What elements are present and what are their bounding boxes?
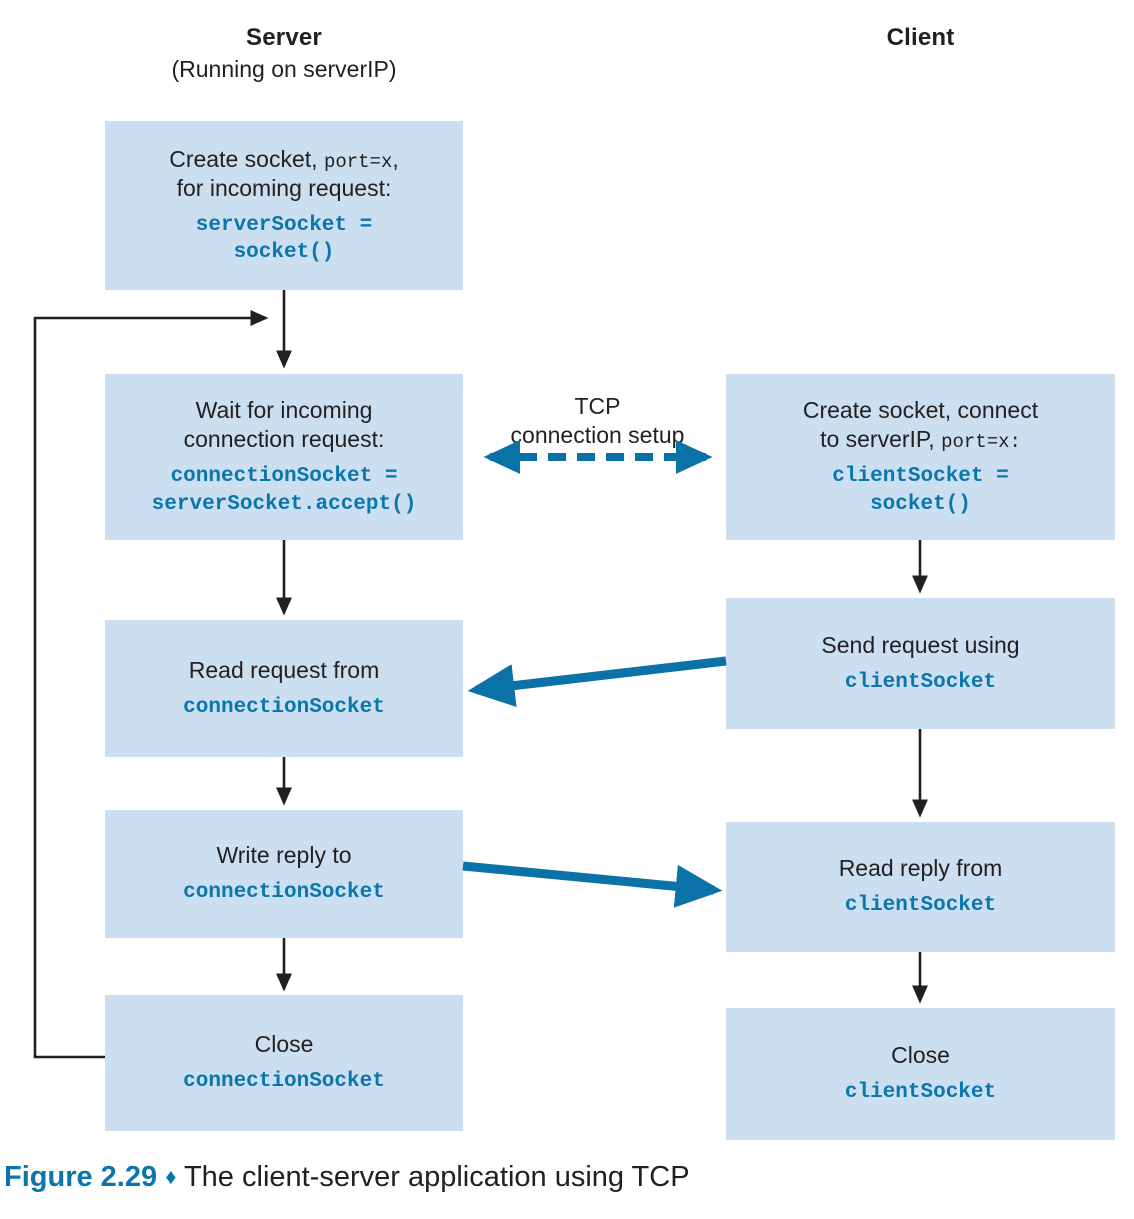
server-step-wait-connection[interactable]: Wait for incoming connection request: co… bbox=[105, 374, 463, 540]
wait-connection-code-1: connectionSocket = bbox=[170, 465, 398, 489]
port-literal: port=x bbox=[323, 150, 393, 173]
close-client-code-1: clientSocket bbox=[844, 1081, 997, 1105]
client-step-read-reply[interactable]: Read reply from clientSocket bbox=[726, 822, 1115, 952]
client-column-heading: Client bbox=[726, 22, 1115, 54]
send-request-line-1: Send request using bbox=[821, 631, 1020, 658]
write-reply-code-1: connectionSocket bbox=[183, 881, 385, 905]
client-create-socket-code-2: socket() bbox=[870, 492, 971, 516]
read-reply-line-1: Read reply from bbox=[838, 855, 1003, 882]
wait-connection-line-2: connection request: bbox=[183, 426, 385, 453]
tcp-label-line-2: connection setup bbox=[510, 422, 685, 449]
read-reply-code-1: clientSocket bbox=[844, 894, 997, 918]
client-step-create-socket[interactable]: Create socket, connect to serverIP, port… bbox=[726, 374, 1115, 540]
close-client-line-1: Close bbox=[891, 1042, 950, 1069]
server-title: Server bbox=[246, 24, 322, 51]
close-connection-line-1: Close bbox=[254, 1031, 314, 1058]
server-step-close-socket[interactable]: Close connectionSocket bbox=[105, 995, 463, 1131]
close-connection-code-1: connectionSocket bbox=[183, 1070, 385, 1094]
create-socket-line-2: for incoming request: bbox=[176, 174, 392, 201]
client-step-send-request[interactable]: Send request using clientSocket bbox=[726, 598, 1115, 729]
server-step-create-socket[interactable]: Create socket, port=x, for incoming requ… bbox=[105, 121, 463, 290]
server-column-heading: Server (Running on serverIP) bbox=[105, 22, 463, 84]
figure-number: Figure 2.29 bbox=[4, 1161, 158, 1193]
wait-connection-line-1: Wait for incoming bbox=[195, 397, 373, 423]
server-subtitle: (Running on serverIP) bbox=[171, 55, 397, 82]
client-create-socket-code-1: clientSocket = bbox=[832, 465, 1009, 489]
diamond-icon: ♦ bbox=[165, 1164, 177, 1189]
create-socket-line-1: Create socket, port=x, bbox=[169, 145, 399, 173]
client-create-socket-line-1: Create socket, connect bbox=[802, 397, 1039, 423]
figure-caption-text: The client-server application using TCP bbox=[183, 1161, 690, 1193]
read-request-code-1: connectionSocket bbox=[183, 695, 385, 719]
client-port-literal: port=x: bbox=[941, 431, 1021, 454]
figure-caption: Figure 2.29 ♦ The client-server applicat… bbox=[4, 1160, 1124, 1195]
read-request-line-1: Read request from bbox=[188, 656, 380, 683]
send-request-code-1: clientSocket bbox=[844, 670, 997, 694]
client-create-socket-line-2: to serverIP, port=x: bbox=[820, 426, 1021, 454]
client-title: Client bbox=[886, 24, 955, 51]
create-socket-code-2: socket() bbox=[233, 241, 335, 265]
wait-connection-code-2: serverSocket.accept() bbox=[151, 492, 417, 516]
server-step-write-reply[interactable]: Write reply to connectionSocket bbox=[105, 810, 463, 938]
server-step-read-request[interactable]: Read request from connectionSocket bbox=[105, 620, 463, 757]
request-data-arrow bbox=[467, 656, 727, 707]
client-step-close-socket[interactable]: Close clientSocket bbox=[726, 1008, 1115, 1140]
write-reply-line-1: Write reply to bbox=[216, 842, 352, 869]
reply-data-arrow bbox=[462, 861, 723, 908]
tcp-label-line-1: TCP bbox=[574, 393, 621, 419]
tcp-connection-setup-label: TCP connection setup bbox=[470, 392, 725, 450]
create-socket-code-1: serverSocket = bbox=[195, 213, 373, 237]
